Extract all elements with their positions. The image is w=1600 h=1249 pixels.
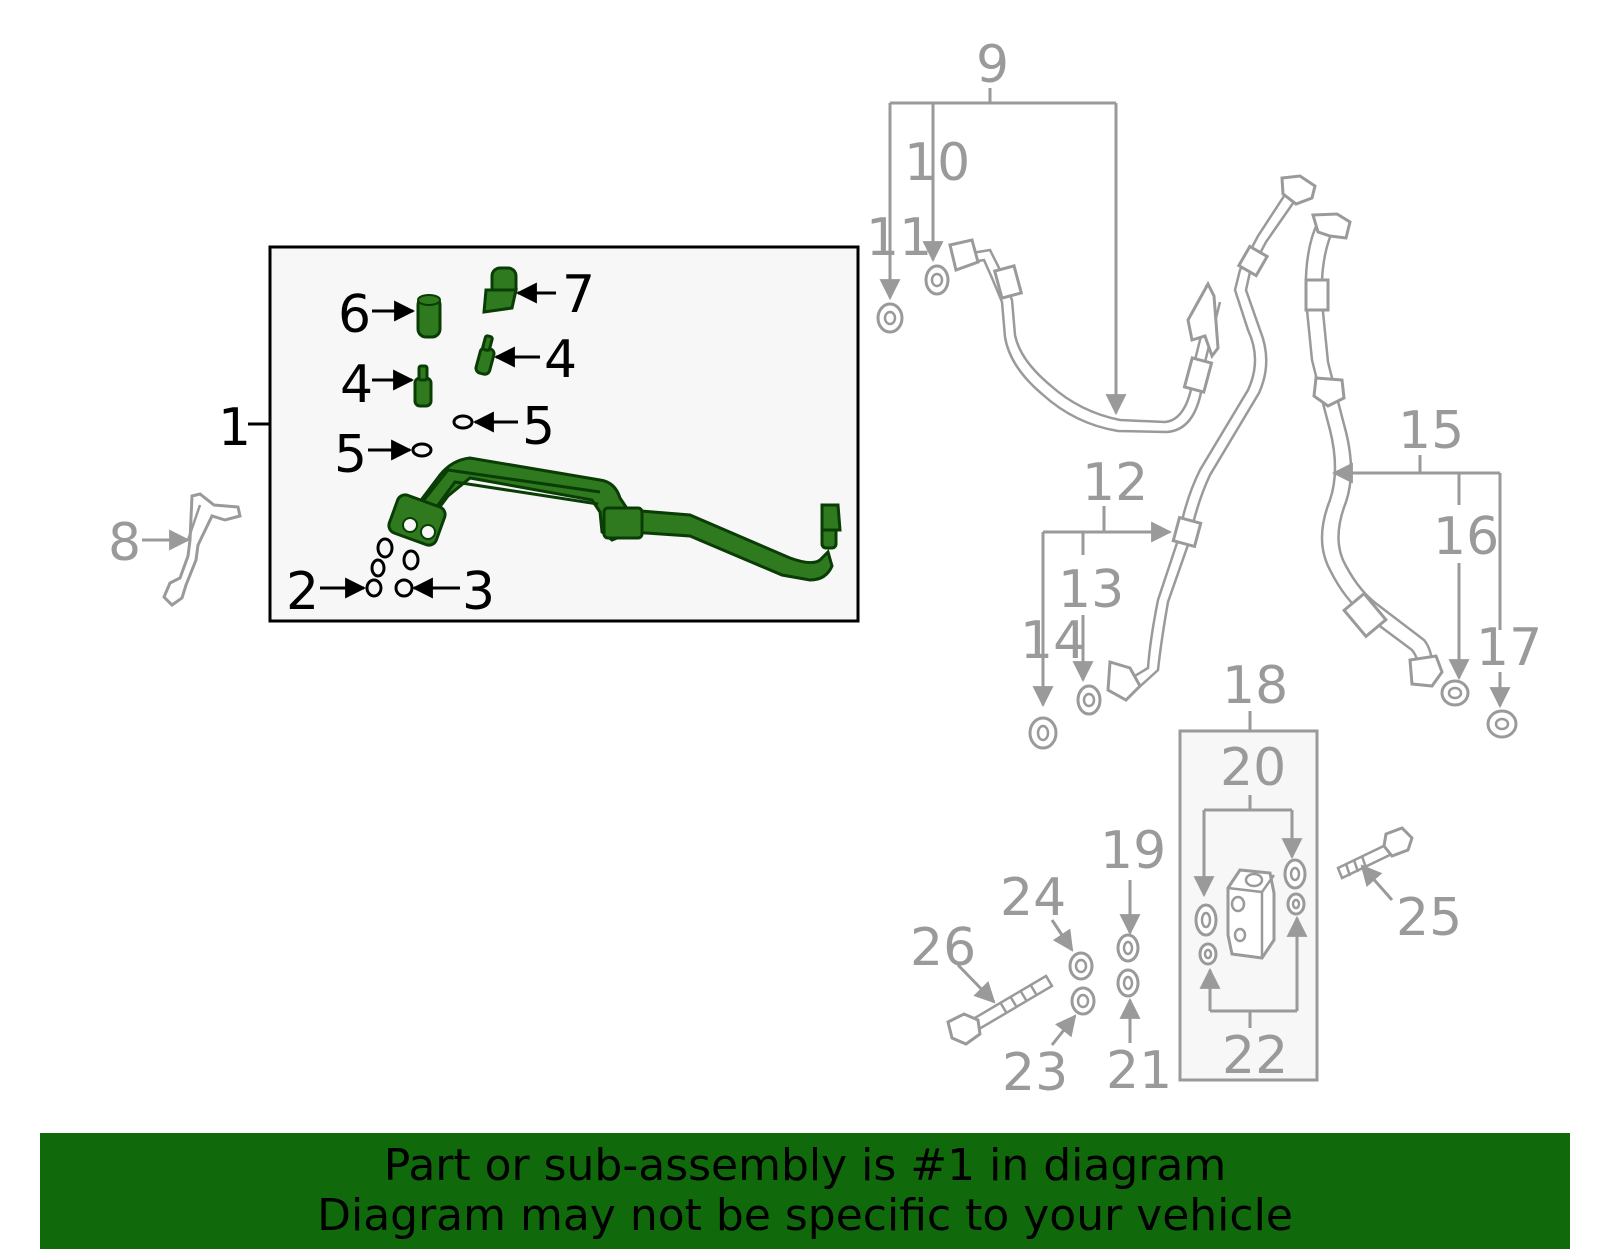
o-ring-group[interactable] bbox=[370, 537, 420, 578]
bracket-8[interactable] bbox=[162, 492, 242, 607]
callout-20: 20 bbox=[1220, 738, 1286, 798]
valve-core-b[interactable] bbox=[474, 334, 496, 376]
callout-16: 16 bbox=[1433, 507, 1499, 567]
banner-line-2: Diagram may not be specific to your vehi… bbox=[317, 1190, 1293, 1241]
o-ring-5b[interactable] bbox=[452, 414, 474, 430]
callout-4b: 4 bbox=[544, 330, 577, 390]
washer-14[interactable] bbox=[1028, 716, 1058, 750]
washer-23[interactable] bbox=[1070, 986, 1096, 1016]
bolt-25[interactable] bbox=[1336, 826, 1414, 880]
callout-8: 8 bbox=[108, 513, 141, 573]
callout-23: 23 bbox=[1002, 1043, 1068, 1103]
callout-3: 3 bbox=[462, 562, 495, 622]
callout-9: 9 bbox=[976, 35, 1009, 95]
o-ring-5a[interactable] bbox=[411, 442, 433, 458]
service-valve-cap[interactable] bbox=[416, 294, 442, 339]
hose-9[interactable] bbox=[948, 238, 1222, 434]
pressure-sensor[interactable] bbox=[482, 266, 518, 314]
o-ring-22a[interactable] bbox=[1198, 942, 1218, 966]
o-ring-19[interactable] bbox=[1116, 933, 1140, 963]
washer-24[interactable] bbox=[1068, 951, 1094, 981]
callout-21: 21 bbox=[1106, 1041, 1172, 1101]
callout-25: 25 bbox=[1396, 888, 1462, 948]
o-ring-2[interactable] bbox=[365, 578, 383, 598]
hose-12[interactable] bbox=[1106, 174, 1317, 702]
callout-10: 10 bbox=[904, 133, 970, 193]
callout-5b: 5 bbox=[522, 397, 555, 457]
callout-14: 14 bbox=[1020, 611, 1086, 671]
callout-6: 6 bbox=[338, 285, 371, 345]
o-ring-21[interactable] bbox=[1116, 968, 1140, 998]
callout-1: 1 bbox=[218, 398, 251, 458]
callout-19: 19 bbox=[1100, 821, 1166, 881]
callout-17: 17 bbox=[1476, 618, 1542, 678]
o-ring-20b[interactable] bbox=[1283, 858, 1307, 890]
callout-2: 2 bbox=[286, 562, 319, 622]
callout-5a: 5 bbox=[334, 425, 367, 485]
o-ring-20a[interactable] bbox=[1194, 903, 1218, 937]
banner-line-1: Part or sub-assembly is #1 in diagram bbox=[383, 1140, 1227, 1191]
o-ring-13[interactable] bbox=[1076, 684, 1102, 716]
o-ring-16[interactable] bbox=[1440, 679, 1470, 707]
hose-15[interactable] bbox=[1304, 212, 1444, 688]
washer-17[interactable] bbox=[1486, 709, 1518, 739]
callout-12: 12 bbox=[1082, 453, 1148, 513]
bolt-26[interactable] bbox=[946, 974, 1054, 1046]
o-ring-10[interactable] bbox=[924, 264, 950, 296]
callout-15: 15 bbox=[1398, 401, 1464, 461]
callout-4a: 4 bbox=[340, 355, 373, 415]
expansion-valve[interactable] bbox=[1226, 868, 1276, 960]
info-banner: Part or sub-assembly is #1 in diagram Di… bbox=[40, 1133, 1570, 1249]
callout-26: 26 bbox=[910, 918, 976, 978]
ac-line-assembly-highlight[interactable] bbox=[387, 456, 842, 582]
o-ring-22b[interactable] bbox=[1286, 892, 1306, 916]
callout-13: 13 bbox=[1058, 560, 1124, 620]
callout-18: 18 bbox=[1222, 656, 1288, 716]
washer-11[interactable] bbox=[876, 302, 904, 334]
callout-11: 11 bbox=[866, 208, 932, 268]
callout-22: 22 bbox=[1222, 1026, 1288, 1086]
callout-24: 24 bbox=[1000, 868, 1066, 928]
callout-7: 7 bbox=[562, 265, 595, 325]
valve-core-a[interactable] bbox=[413, 364, 433, 408]
